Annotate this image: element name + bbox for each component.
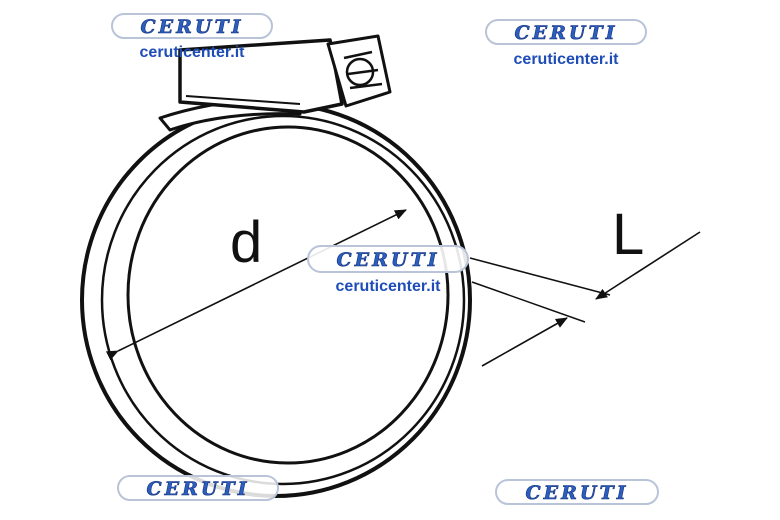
band-outer-edge: [80, 102, 472, 498]
watermark: CERUTI: [117, 475, 279, 501]
watermark-url: ceruticenter.it: [140, 44, 246, 61]
screw-housing: [178, 34, 392, 114]
housing-edge-line: [185, 95, 301, 105]
watermark: CERUTI: [495, 479, 659, 505]
diameter-dimension: d: [105, 209, 407, 361]
clamp-band: [80, 102, 472, 498]
diameter-label: d: [230, 210, 262, 275]
watermark-brand: CERUTI: [515, 22, 618, 44]
watermark-url: ceruticenter.it: [514, 51, 620, 68]
watermark-brand: CERUTI: [141, 16, 244, 38]
width-arrow-upper: [595, 231, 701, 300]
watermark-brand: CERUTI: [147, 478, 250, 500]
watermark-brand: CERUTI: [526, 482, 629, 504]
width-label: L: [612, 202, 644, 267]
housing-body: [178, 38, 344, 114]
watermark-brand: CERUTI: [337, 249, 440, 271]
width-arrow-lower: [481, 317, 568, 367]
band-front-inner-edge: [100, 114, 466, 486]
band-rear-edge: [126, 125, 450, 465]
watermark: CERUTI ceruticenter.it: [485, 19, 647, 68]
width-extension-line-bottom: [471, 281, 586, 323]
width-extension-line-top: [469, 257, 611, 296]
width-dimension: L: [469, 202, 701, 367]
watermark-url: ceruticenter.it: [336, 278, 442, 295]
screw-hex: [345, 57, 375, 87]
watermark: CERUTI ceruticenter.it: [307, 245, 469, 295]
diameter-dimension-line: [105, 209, 407, 361]
screw-head: [326, 34, 392, 108]
watermark: CERUTI ceruticenter.it: [111, 13, 273, 61]
